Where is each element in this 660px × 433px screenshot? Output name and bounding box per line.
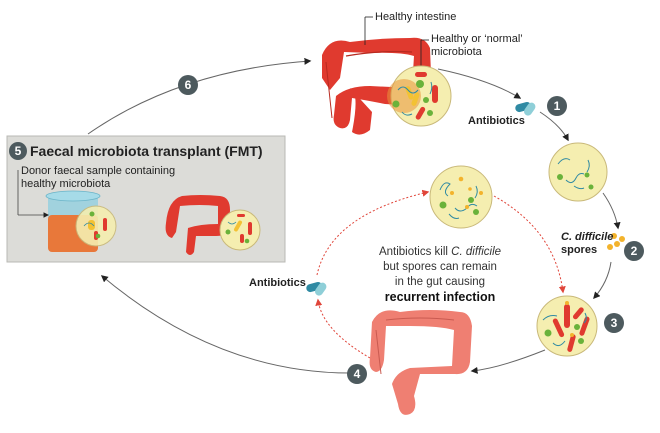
arrow-6-to-healthy: [87, 57, 312, 135]
label-healthy-intestine: Healthy intestine: [375, 11, 457, 23]
label-cdiff: C. difficile: [561, 231, 614, 243]
label-antibiotics-2: Antibiotics: [249, 277, 306, 289]
label-spores: spores: [561, 244, 598, 256]
recurrent-arrow-4-to-antibiotics: [315, 298, 371, 359]
step-badge-6: 6: [178, 75, 198, 95]
arrow-1-to-circle: [539, 111, 569, 142]
fmt-title: Faecal microbiota transplant (FMT): [30, 143, 263, 159]
recurrent-arrow-circle-to-3: [493, 195, 566, 294]
label-healthy-microbiota: Healthy or ‘normal’ microbiota: [431, 33, 523, 59]
recurrent-arrow-antibiotics-to-circle: [316, 189, 430, 276]
center-line3: in the gut causing: [394, 276, 486, 288]
fmt-microbiota-icon: [75, 205, 117, 247]
center-line1-b: C. difficile: [451, 246, 502, 258]
spores-icon: [607, 233, 625, 250]
arrow-2-to-3: [593, 261, 612, 300]
step-badge-1: 1: [547, 96, 567, 116]
step-badge-2: 2: [624, 241, 644, 261]
label-cdiff-spores: C. difficile spores: [561, 231, 613, 257]
arrow-3-to-4: [470, 349, 546, 374]
recurrence-explanation: Antibiotics kill C. difficile but spores…: [360, 245, 520, 305]
fmt-recipient-microbiota-icon: [219, 209, 261, 251]
step-badge-5: 5: [9, 142, 27, 160]
step-badge-4: 4: [347, 364, 367, 384]
center-line1: Antibiotics kill C. difficile: [360, 245, 520, 260]
label-donor-line2: healthy microbiota: [21, 178, 111, 190]
pill-icon-2: [306, 282, 327, 296]
arrow-circle-to-2: [602, 192, 621, 230]
fmt-recipient-intestine-icon: [165, 195, 230, 255]
label-healthy-microbiota-line1: Healthy or ‘normal’: [431, 33, 523, 45]
healthy-microbiota-icon: [387, 65, 452, 127]
center-line4: recurrent infection: [384, 290, 496, 304]
label-antibiotics-1: Antibiotics: [468, 115, 525, 127]
label-donor-sample: Donor faecal sample containing healthy m…: [21, 165, 175, 191]
arrow-4-to-5: [100, 275, 357, 374]
arrow-healthy-to-1: [437, 68, 522, 99]
inflamed-intestine-icon: [369, 310, 472, 415]
center-line1-a: Antibiotics kill: [378, 246, 452, 258]
center-line2: but spores can remain: [383, 261, 497, 273]
infected-microbiota-icon: [536, 295, 598, 357]
step-badge-3: 3: [604, 313, 624, 333]
pill-icon: [515, 102, 536, 116]
spore-microbiota-icon: [429, 165, 493, 229]
label-donor-line1: Donor faecal sample containing: [21, 165, 176, 177]
depleted-microbiota-icon: [548, 142, 608, 202]
healthy-intestine-icon: [322, 37, 432, 135]
label-healthy-microbiota-line2: microbiota: [431, 46, 482, 58]
